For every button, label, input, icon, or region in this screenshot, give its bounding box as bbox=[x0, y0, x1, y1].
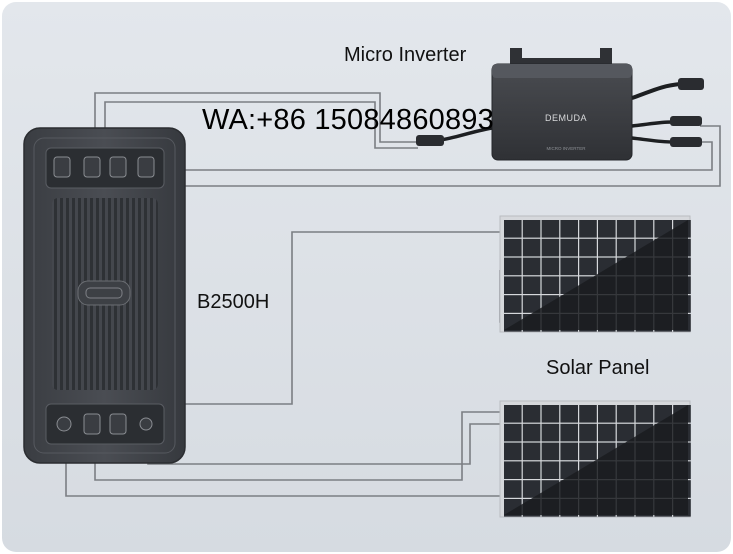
solar-cell bbox=[560, 220, 578, 238]
solar-cell bbox=[616, 220, 635, 238]
solar-cell bbox=[635, 220, 654, 238]
solar-cell bbox=[541, 257, 560, 276]
solar-cell bbox=[598, 220, 616, 238]
solar-cell bbox=[616, 238, 635, 257]
solar-cell bbox=[504, 238, 522, 257]
solar-cell bbox=[579, 442, 597, 461]
solar-cell bbox=[522, 238, 541, 257]
solar-cell bbox=[504, 461, 522, 479]
solar-panel-bottom bbox=[499, 400, 691, 518]
solar-cell bbox=[541, 276, 560, 294]
solar-cell bbox=[560, 257, 578, 276]
solar-cell bbox=[541, 220, 560, 238]
solar-cell bbox=[541, 442, 560, 461]
solar-cell bbox=[522, 405, 541, 423]
solar-cell bbox=[522, 480, 541, 498]
battery-unit bbox=[23, 127, 186, 464]
solar-cell bbox=[504, 480, 522, 498]
solar-cell bbox=[635, 405, 654, 423]
solar-cell bbox=[522, 295, 541, 313]
solar-cell bbox=[541, 405, 560, 423]
solar-cell bbox=[541, 461, 560, 479]
solar-cell bbox=[522, 257, 541, 276]
solar-panel-label: Solar Panel bbox=[546, 357, 650, 379]
watermark-contact-text: WA:+86 15084860893 bbox=[202, 104, 494, 136]
solar-cell bbox=[504, 423, 522, 442]
solar-cell bbox=[504, 220, 522, 238]
solar-cell bbox=[579, 257, 597, 276]
solar-cell bbox=[560, 405, 578, 423]
inverter-brand: DEMUDA bbox=[545, 113, 587, 123]
solar-cell bbox=[598, 423, 616, 442]
solar-cell bbox=[541, 423, 560, 442]
solar-cell bbox=[616, 405, 635, 423]
solar-cell bbox=[598, 405, 616, 423]
micro-inverter-label: Micro Inverter bbox=[344, 44, 467, 66]
wire-solar1-a bbox=[182, 231, 500, 405]
solar-cell bbox=[598, 238, 616, 257]
solar-cell bbox=[504, 276, 522, 294]
solar-cell bbox=[579, 405, 597, 423]
solar-cell bbox=[560, 238, 578, 257]
battery-top-ports bbox=[53, 156, 155, 178]
solar-cell bbox=[579, 238, 597, 257]
wire-inverter-top-2 bbox=[104, 101, 418, 149]
solar-cell bbox=[522, 461, 541, 479]
battery-label: B2500H bbox=[197, 291, 270, 313]
battery-bottom-ports bbox=[56, 413, 153, 435]
solar-cell bbox=[504, 295, 522, 313]
solar-cell bbox=[541, 238, 560, 257]
solar-cell bbox=[504, 405, 522, 423]
solar-cell bbox=[522, 276, 541, 294]
solar-cell bbox=[616, 423, 635, 442]
wire-solar2-a bbox=[94, 411, 500, 481]
solar-cell bbox=[504, 442, 522, 461]
solar-cell bbox=[560, 423, 578, 442]
solar-cell bbox=[560, 442, 578, 461]
solar-cell bbox=[522, 423, 541, 442]
solar-cell bbox=[579, 423, 597, 442]
wire-inverter-top-1 bbox=[94, 92, 418, 160]
solar-cell bbox=[579, 220, 597, 238]
micro-inverter-unit: DEMUDA MICRO INVERTER bbox=[416, 48, 704, 161]
solar-panel-top bbox=[499, 215, 691, 333]
solar-cell bbox=[522, 442, 541, 461]
inverter-subtitle: MICRO INVERTER bbox=[547, 146, 587, 151]
solar-cell bbox=[504, 257, 522, 276]
solar-cell bbox=[522, 220, 541, 238]
